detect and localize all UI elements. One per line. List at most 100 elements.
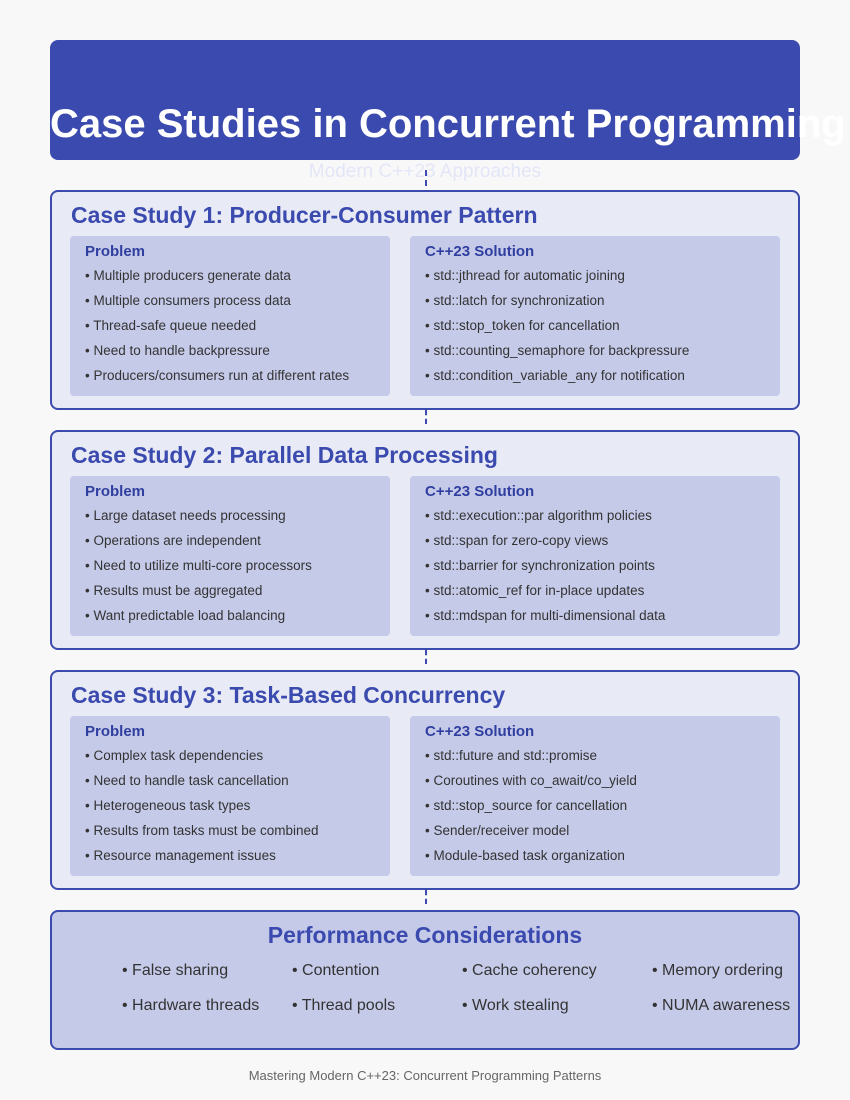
performance-item: • Cache coherency: [462, 962, 597, 980]
list-item: • Need to handle task cancellation: [85, 773, 319, 798]
bullet-icon: •: [652, 962, 663, 979]
performance-item: • Hardware threads: [122, 997, 259, 1015]
solution-item-text: Coroutines with co_await/co_yield: [433, 773, 637, 788]
problem-item-text: Results must be aggregated: [93, 583, 263, 598]
bullet-icon: •: [85, 823, 94, 838]
list-item: • std::future and std::promise: [425, 748, 637, 773]
problem-item-text: Need to handle backpressure: [93, 343, 270, 358]
solution-item-text: Sender/receiver model: [433, 823, 570, 838]
solution-panel: C++23 Solution• std::future and std::pro…: [410, 716, 780, 876]
problem-item-text: Multiple consumers process data: [93, 293, 291, 308]
list-item: • std::stop_source for cancellation: [425, 798, 637, 823]
list-item: • Need to utilize multi-core processors: [85, 558, 312, 583]
problem-item-text: Thread-safe queue needed: [93, 318, 257, 333]
list-item: • Want predictable load balancing: [85, 608, 312, 633]
bullet-icon: •: [425, 268, 434, 283]
solution-heading: C++23 Solution: [425, 243, 535, 260]
bullet-icon: •: [652, 997, 663, 1014]
performance-item: • Contention: [292, 962, 379, 980]
bullet-icon: •: [292, 962, 303, 979]
bullet-icon: •: [425, 583, 434, 598]
list-item: • Producers/consumers run at different r…: [85, 368, 349, 393]
list-item: • Module-based task organization: [425, 848, 637, 873]
problem-panel: Problem• Multiple producers generate dat…: [70, 236, 390, 396]
bullet-icon: •: [85, 608, 94, 623]
bullet-icon: •: [292, 997, 302, 1014]
bullet-icon: •: [85, 583, 94, 598]
problem-item-text: Need to handle task cancellation: [93, 773, 289, 788]
list-item: • std::atomic_ref for in-place updates: [425, 583, 665, 608]
performance-item: • NUMA awareness: [652, 997, 790, 1015]
problem-item-text: Results from tasks must be combined: [93, 823, 319, 838]
problem-heading: Problem: [85, 483, 146, 500]
solution-heading: C++23 Solution: [425, 723, 535, 740]
bullet-icon: •: [85, 798, 94, 813]
bullet-icon: •: [85, 293, 94, 308]
connector-line: [425, 410, 427, 424]
performance-item: • Memory ordering: [652, 962, 783, 980]
bullet-icon: •: [425, 368, 434, 383]
problem-heading: Problem: [85, 723, 146, 740]
problem-panel: Problem• Large dataset needs processing•…: [70, 476, 390, 636]
performance-card: Performance Considerations • False shari…: [50, 910, 800, 1050]
problem-item-text: Multiple producers generate data: [93, 268, 291, 283]
bullet-icon: •: [85, 533, 94, 548]
bullet-icon: •: [425, 748, 434, 763]
list-item: • Thread-safe queue needed: [85, 318, 349, 343]
bullet-icon: •: [425, 343, 434, 358]
bullet-icon: •: [425, 823, 434, 838]
bullet-icon: •: [85, 558, 94, 573]
bullet-icon: •: [425, 848, 434, 863]
bullet-icon: •: [425, 798, 434, 813]
problem-item-text: Operations are independent: [93, 533, 261, 548]
solution-item-text: std::future and std::promise: [433, 748, 598, 763]
problem-item-text: Need to utilize multi-core processors: [93, 558, 312, 573]
solution-panel: C++23 Solution• std::execution::par algo…: [410, 476, 780, 636]
bullet-icon: •: [425, 773, 434, 788]
bullet-icon: •: [85, 343, 94, 358]
problem-item-text: Want predictable load balancing: [93, 608, 286, 623]
performance-item-text: Thread pools: [301, 997, 396, 1014]
performance-title: Performance Considerations: [267, 922, 583, 948]
bullet-icon: •: [425, 608, 434, 623]
problem-item-text: Producers/consumers run at different rat…: [93, 368, 350, 383]
problem-item-text: Heterogeneous task types: [93, 798, 251, 813]
solution-item-text: std::atomic_ref for in-place updates: [433, 583, 645, 598]
solution-item-text: std::mdspan for multi-dimensional data: [433, 608, 666, 623]
connector-line: [425, 890, 427, 904]
solution-list: • std::execution::par algorithm policies…: [425, 508, 665, 633]
connector-line: [425, 650, 427, 664]
bullet-icon: •: [462, 962, 473, 979]
connector-line: [425, 170, 427, 186]
solution-item-text: std::counting_semaphore for backpressure: [433, 343, 690, 358]
footer-text: Mastering Modern C++23: Concurrent Progr…: [248, 1068, 602, 1083]
solution-item-text: std::condition_variable_any for notifica…: [433, 368, 685, 383]
solution-item-text: std::latch for synchronization: [433, 293, 605, 308]
list-item: • Results must be aggregated: [85, 583, 312, 608]
list-item: • std::stop_token for cancellation: [425, 318, 689, 343]
page-title: Case Studies in Concurrent Programming: [50, 102, 846, 146]
bullet-icon: •: [425, 533, 434, 548]
solution-item-text: std::barrier for synchronization points: [433, 558, 655, 573]
list-item: • Resource management issues: [85, 848, 319, 873]
performance-item-text: NUMA awareness: [662, 997, 791, 1014]
performance-item-text: False sharing: [132, 962, 229, 979]
list-item: • std::latch for synchronization: [425, 293, 689, 318]
list-item: • std::counting_semaphore for backpressu…: [425, 343, 689, 368]
list-item: • std::mdspan for multi-dimensional data: [425, 608, 665, 633]
case-study-title: Case Study 1: Producer-Consumer Pattern: [71, 202, 538, 228]
bullet-icon: •: [425, 508, 434, 523]
solution-heading: C++23 Solution: [425, 483, 535, 500]
problem-list: • Complex task dependencies• Need to han…: [85, 748, 319, 873]
list-item: • Complex task dependencies: [85, 748, 319, 773]
solution-item-text: Module-based task organization: [433, 848, 625, 863]
problem-panel: Problem• Complex task dependencies• Need…: [70, 716, 390, 876]
list-item: • Results from tasks must be combined: [85, 823, 319, 848]
list-item: • Heterogeneous task types: [85, 798, 319, 823]
list-item: • std::barrier for synchronization point…: [425, 558, 665, 583]
solution-panel: C++23 Solution• std::jthread for automat…: [410, 236, 780, 396]
list-item: • Operations are independent: [85, 533, 312, 558]
performance-item-text: Contention: [302, 962, 380, 979]
